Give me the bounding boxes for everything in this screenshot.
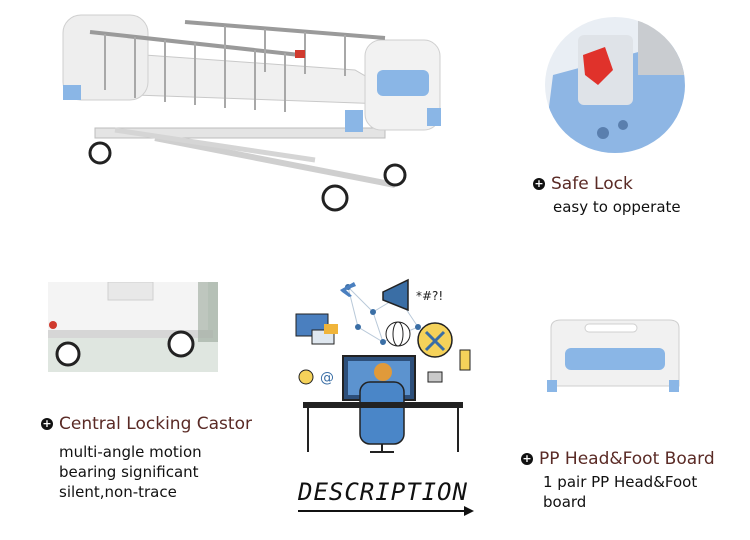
- castor-description: multi-angle motion bearing significant s…: [59, 442, 202, 502]
- safe-lock-image: [545, 17, 685, 153]
- castor-line: silent,non-trace: [59, 483, 177, 501]
- castor-title: +Central Locking Castor: [41, 414, 252, 434]
- castor-line: bearing significant: [59, 463, 199, 481]
- castor-image: [48, 282, 218, 372]
- glyphs-label: *#?!: [416, 289, 443, 303]
- plus-circle-icon: +: [533, 177, 545, 190]
- description-illustration: *#?! @: [295, 278, 471, 453]
- board-line: board: [543, 493, 587, 511]
- board-line: 1 pair PP Head&Foot: [543, 473, 698, 491]
- hospital-bed-image: [62, 14, 441, 212]
- safe-lock-description: easy to opperate: [553, 197, 681, 217]
- board-title: +PP Head&Foot Board: [521, 449, 715, 469]
- plus-circle-icon: +: [41, 417, 53, 430]
- arrow-right-icon: [298, 506, 474, 516]
- safe-lock-line: easy to opperate: [553, 198, 681, 216]
- description-label: DESCRIPTION: [298, 478, 468, 506]
- svg-text:@: @: [320, 370, 334, 386]
- board-description: 1 pair PP Head&Foot board: [543, 472, 697, 512]
- head-foot-board-image: [547, 319, 680, 392]
- plus-circle-icon: +: [521, 452, 533, 465]
- safe-lock-title: +Safe Lock: [533, 174, 633, 194]
- castor-line: multi-angle motion: [59, 443, 202, 461]
